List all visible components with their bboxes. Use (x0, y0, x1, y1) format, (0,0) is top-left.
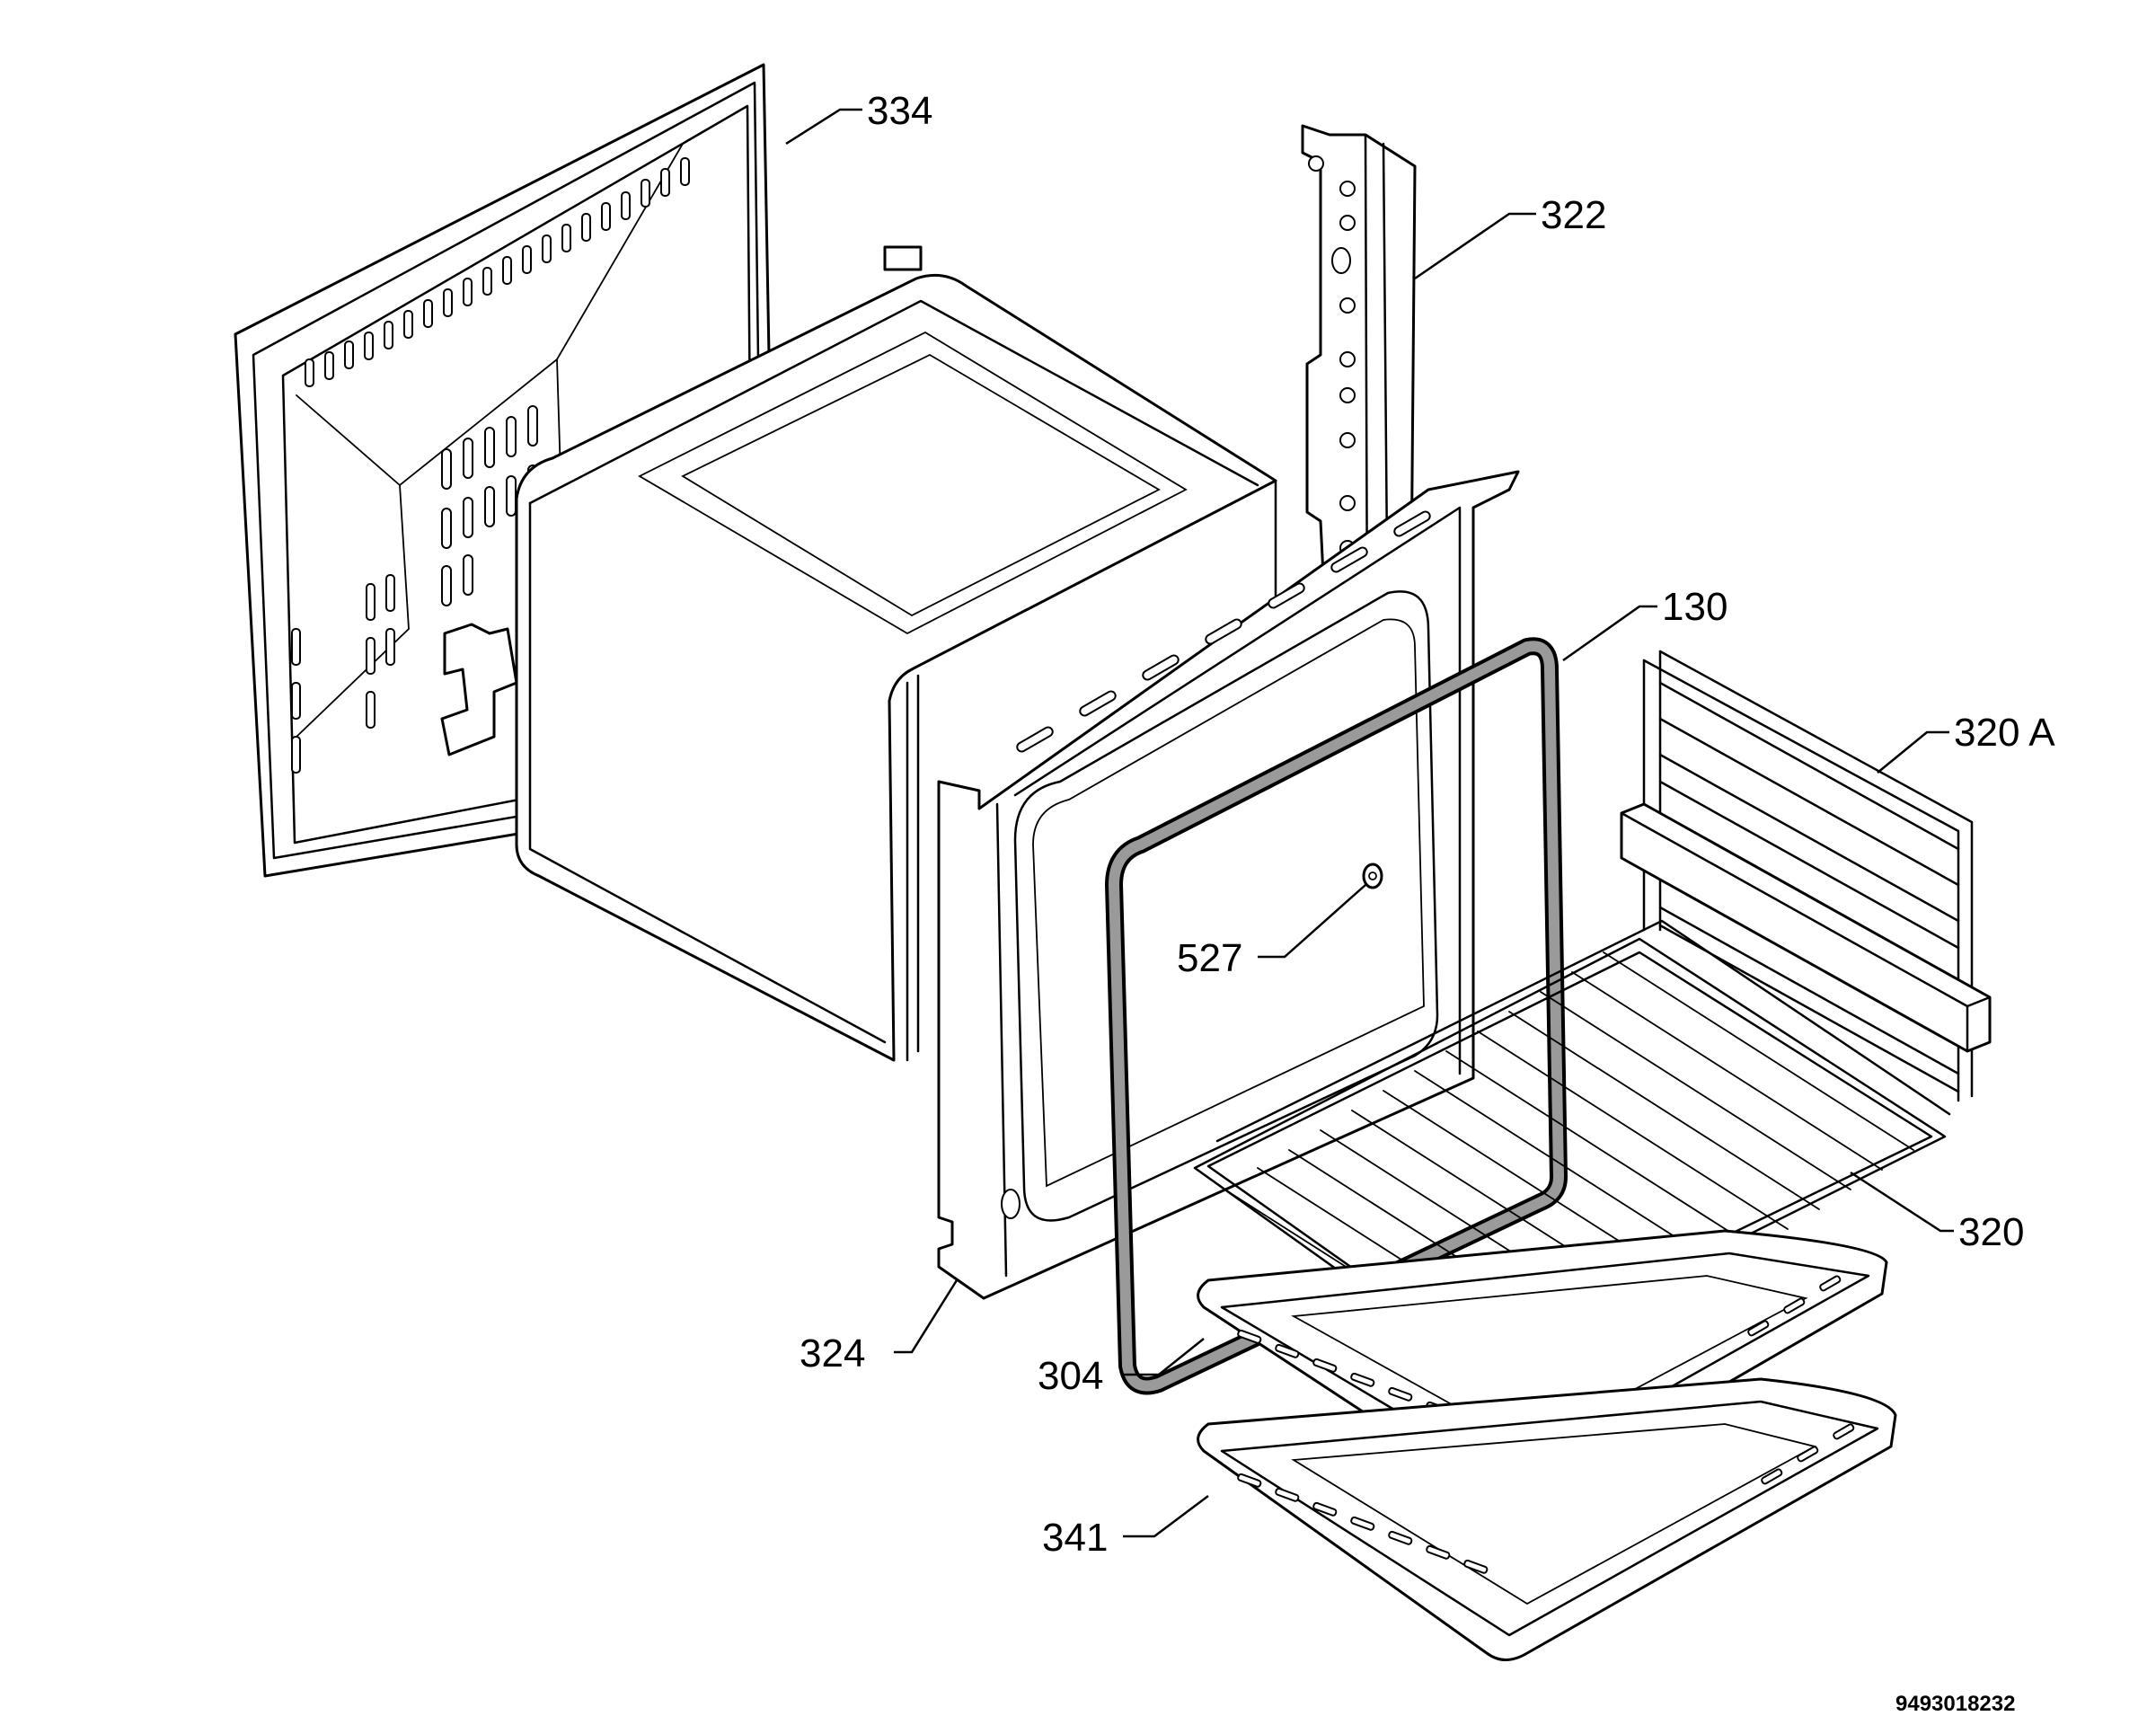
leader-341 (1123, 1495, 1209, 1538)
callout-304: 304 (1038, 1354, 1103, 1398)
oven-cavity (440, 245, 1277, 1062)
leader-324 (894, 1279, 959, 1354)
leader-527 (1258, 884, 1366, 959)
shelf-rails-320a (1620, 650, 1992, 1102)
leader-320a (1877, 730, 1949, 774)
door-gasket-130 (1105, 637, 1568, 1395)
front-frame-324 (937, 470, 1520, 1300)
screw-527 (1362, 862, 1383, 889)
callout-322: 322 (1541, 193, 1606, 237)
leader-lines (785, 108, 1954, 1538)
leader-334 (785, 108, 862, 146)
pan-slots (1237, 1423, 1855, 1574)
drawing-number: 9493018232 (1895, 1692, 2015, 1716)
leader-320 (1850, 1171, 1954, 1233)
callout-527: 527 (1177, 936, 1242, 980)
callout-130: 130 (1662, 585, 1727, 629)
callout-341: 341 (1042, 1516, 1108, 1560)
drip-pan-341 (1197, 1377, 1897, 1661)
leader-304 (1123, 1338, 1205, 1376)
leader-130 (1562, 605, 1657, 662)
leader-322 (1414, 212, 1536, 280)
callout-320a: 320 A (1954, 711, 2055, 755)
callout-320: 320 (1958, 1210, 2024, 1254)
baking-tray-304 (1197, 1229, 1888, 1504)
callout-334: 334 (867, 89, 932, 133)
callout-324: 324 (800, 1331, 865, 1376)
callout-labels: 334 322 130 320 A 527 320 324 304 341 94… (800, 89, 2055, 1716)
